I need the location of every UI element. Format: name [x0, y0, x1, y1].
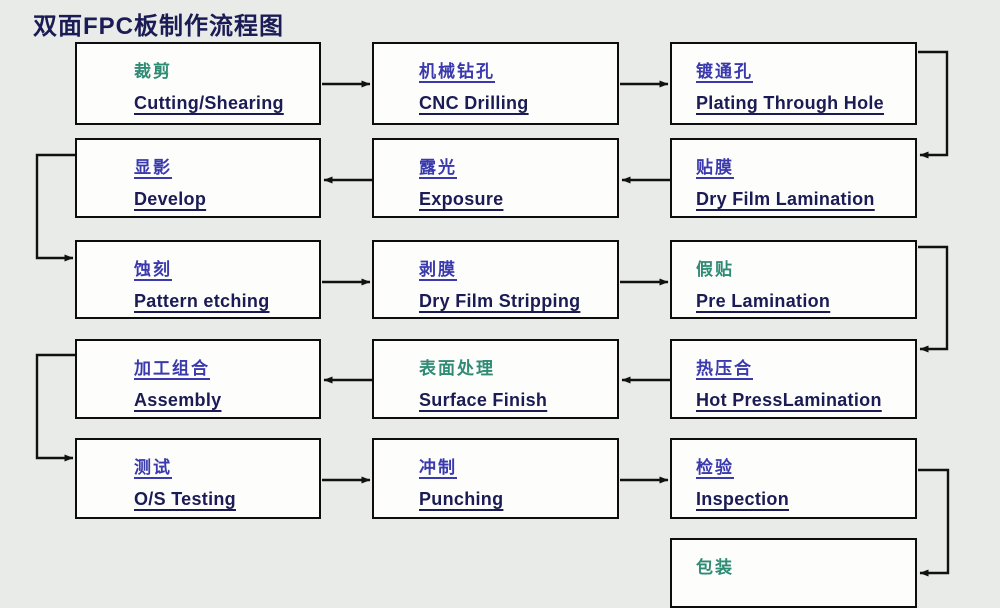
arrow-develop-to-etching [35, 153, 75, 262]
node-label-en: Inspection [696, 489, 790, 509]
flow-node-os-testing: 测试 O/S Testing [75, 438, 321, 519]
flow-node-exposure: 露光 Exposure [372, 138, 619, 218]
arrow-plating-to-lamination [918, 50, 949, 159]
node-label-zh: 剥膜 [419, 260, 457, 279]
node-label-en: Pre Lamination [696, 291, 831, 311]
node-label-zh: 蚀刻 [134, 260, 172, 279]
node-label-en: Plating Through Hole [696, 93, 884, 113]
flow-node-assembly: 加工组合 Assembly [75, 339, 321, 419]
flow-node-packing: 包装 [670, 538, 917, 608]
node-label-zh: 检验 [696, 458, 734, 477]
flow-node-punching: 冲制 Punching [372, 438, 619, 519]
flow-node-inspection: 检验 Inspection [670, 438, 917, 519]
node-label-zh: 测试 [134, 458, 172, 477]
node-label-zh: 镀通孔 [696, 62, 753, 81]
flow-node-develop: 显影 Develop [75, 138, 321, 218]
flow-node-dry-film-lamination: 贴膜 Dry Film Lamination [670, 138, 917, 218]
flow-node-hot-press-lamination: 热压合 Hot PressLamination [670, 339, 917, 419]
node-label-zh: 假贴 [696, 260, 734, 279]
node-label-en: Surface Finish [419, 390, 548, 410]
node-label-en: O/S Testing [134, 489, 236, 509]
node-label-zh: 热压合 [696, 359, 753, 378]
node-label-zh: 冲制 [419, 458, 457, 477]
node-label-zh: 裁剪 [134, 62, 172, 81]
flow-node-plating-through-hole: 镀通孔 Plating Through Hole [670, 42, 917, 125]
page-title: 双面FPC板制作流程图 [33, 13, 284, 40]
arrow-prelam-to-hotpress [918, 245, 949, 353]
flow-node-pattern-etching: 蚀刻 Pattern etching [75, 240, 321, 319]
node-label-en: Dry Film Stripping [419, 291, 581, 311]
flow-node-cnc-drilling: 机械钻孔 CNC Drilling [372, 42, 619, 125]
arrow-assembly-to-testing [35, 353, 75, 462]
node-label-zh: 贴膜 [696, 158, 734, 177]
node-label-en: Pattern etching [134, 291, 270, 311]
node-label-zh: 机械钻孔 [419, 62, 495, 81]
node-label-en: Cutting/Shearing [134, 93, 284, 113]
node-label-zh: 显影 [134, 158, 172, 177]
node-label-en: Develop [134, 189, 207, 209]
node-label-en: Assembly [134, 390, 222, 410]
node-label-zh: 露光 [419, 158, 457, 177]
node-label-zh: 表面处理 [419, 359, 495, 378]
node-label-en: Hot PressLamination [696, 390, 882, 410]
arrow-inspection-to-packing [918, 468, 950, 577]
node-label-zh: 包装 [696, 558, 734, 577]
node-label-en: Exposure [419, 189, 504, 209]
node-label-zh: 加工组合 [134, 359, 210, 378]
flow-node-cutting-shearing: 裁剪 Cutting/Shearing [75, 42, 321, 125]
flow-node-surface-finish: 表面处理 Surface Finish [372, 339, 619, 419]
flow-node-dry-film-stripping: 剥膜 Dry Film Stripping [372, 240, 619, 319]
flow-node-pre-lamination: 假贴 Pre Lamination [670, 240, 917, 319]
node-label-en: Dry Film Lamination [696, 189, 875, 209]
flowchart-canvas: 双面FPC板制作流程图 裁剪 Cutting/Shearing 机械钻孔 CNC… [33, 13, 950, 608]
node-label-en: CNC Drilling [419, 93, 529, 113]
node-label-en: Punching [419, 489, 504, 509]
